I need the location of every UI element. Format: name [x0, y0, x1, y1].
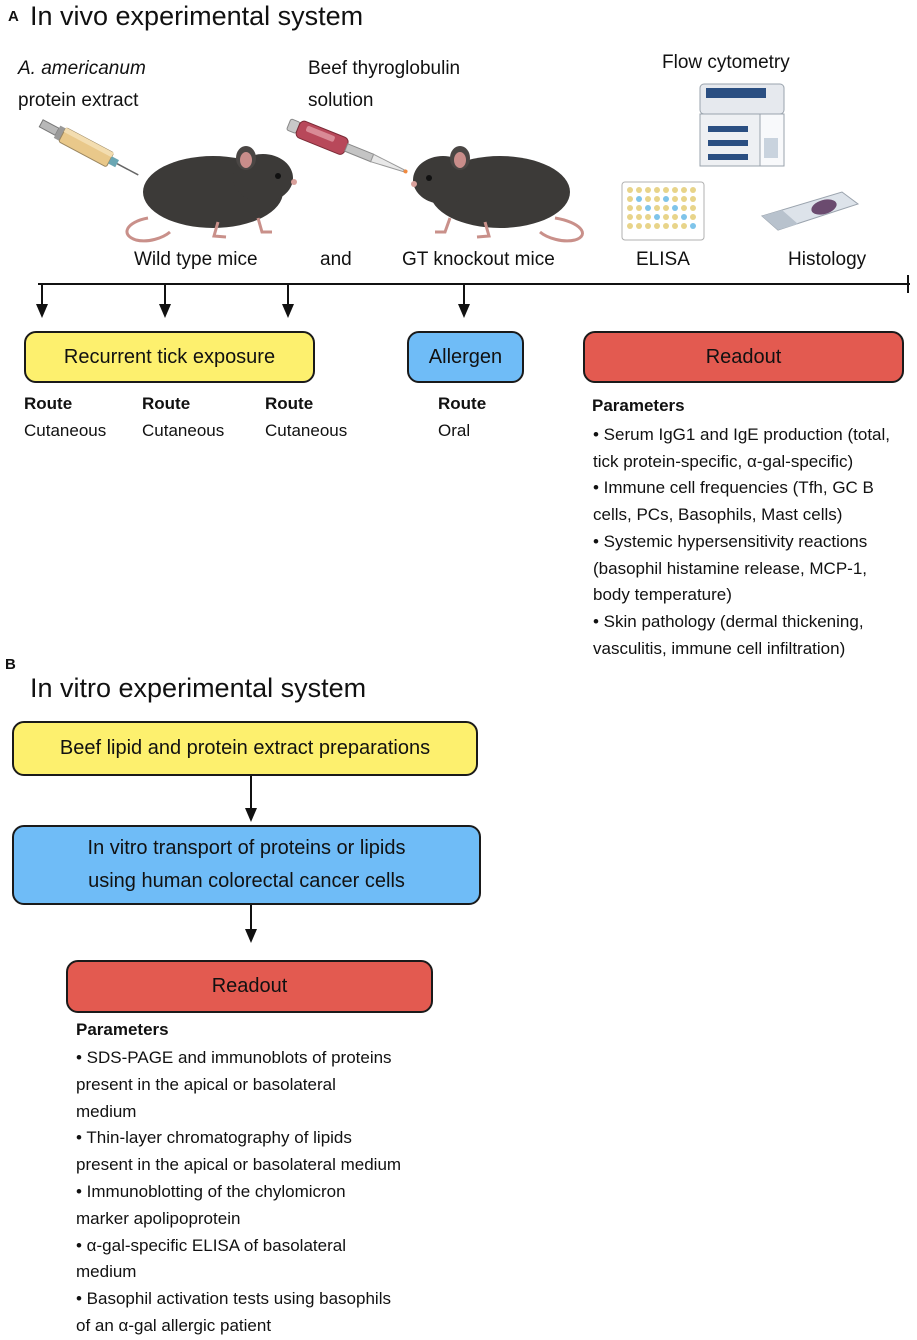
parameter-line: present in the apical or basolateral — [76, 1074, 336, 1094]
parameter-line: • SDS-PAGE and immunoblots of proteins — [76, 1048, 392, 1067]
parameter-line: • Thin-layer chromatography of lipids — [76, 1128, 352, 1148]
timeline — [36, 275, 910, 318]
histology-slide-icon — [760, 191, 860, 231]
parameter-line: body temperature) — [593, 585, 732, 605]
route-value: Oral — [438, 421, 471, 440]
parameter-line: marker apolipoprotein — [76, 1208, 241, 1228]
histology-label: Histology — [788, 249, 867, 270]
panel-b-letter: B — [5, 656, 16, 673]
tick-exposure-box: Recurrent tick exposure — [24, 331, 315, 383]
parameter-line: • Basophil activation tests using basoph… — [76, 1289, 391, 1309]
route-value: Cutaneous — [24, 421, 107, 440]
route-label: Route — [265, 394, 314, 413]
wild-type-mice-label: Wild type mice — [134, 249, 258, 270]
panel-a-letter: A — [8, 8, 19, 25]
elisa-plate-icon — [621, 181, 705, 241]
parameter-line: vasculitis, immune cell infiltration) — [593, 638, 846, 658]
transport-line1: In vitro transport of proteins or lipids — [87, 837, 406, 859]
parameter-line: (basophil histamine release, MCP-1, — [593, 558, 868, 578]
parameter-line: • Immune cell frequencies (Tfh, GC B — [593, 478, 874, 498]
parameters-list-b: • SDS-PAGE and immunoblots of proteins p… — [76, 1045, 401, 1340]
route-label: Route — [142, 394, 191, 413]
parameter-line: tick protein-specific, α-gal-specific) — [593, 451, 854, 471]
pipette-icon — [286, 118, 408, 174]
parameter-line: medium — [76, 1101, 137, 1121]
panel-b-title: In vitro experimental system — [30, 673, 367, 703]
parameter-line: • Skin pathology (dermal thickening, — [593, 611, 864, 631]
parameters-label-b: Parameters — [76, 1020, 169, 1039]
transport-box: In vitro transport of proteins or lipids… — [12, 825, 481, 905]
parameter-line: medium — [76, 1262, 137, 1282]
flow-cytometer-icon — [699, 83, 785, 167]
route-value: Cutaneous — [142, 421, 225, 440]
parameter-line: • α-gal-specific ELISA of basolateral — [76, 1235, 346, 1255]
extract-label-line1: A. americanum — [18, 58, 146, 79]
gt-knockout-mice-label: GT knockout mice — [402, 249, 555, 270]
elisa-label: ELISA — [636, 249, 690, 270]
parameters-label-a: Parameters — [592, 396, 685, 415]
parameter-line: of an α-gal allergic patient — [76, 1315, 272, 1335]
route-label: Route — [24, 394, 73, 413]
readout-box-a: Readout — [583, 331, 904, 383]
route-label: Route — [438, 394, 487, 413]
readout-box-b: Readout — [66, 960, 433, 1013]
parameter-line: • Immunoblotting of the chylomicron — [76, 1181, 346, 1201]
route-value: Cutaneous — [265, 421, 348, 440]
transport-line2: using human colorectal cancer cells — [88, 870, 405, 892]
mouse-icon — [125, 146, 297, 243]
flow-arrow — [245, 776, 257, 822]
syringe-icon — [38, 119, 139, 176]
mouse-icon — [411, 146, 584, 243]
parameter-line: • Systemic hypersensitivity reactions — [593, 531, 868, 551]
parameter-line: • Serum IgG1 and IgE production (total, — [593, 425, 891, 444]
flow-cytometry-label: Flow cytometry — [662, 52, 790, 73]
extract-label-line2: protein extract — [18, 90, 139, 111]
thyroglobulin-label-line1: Beef thyroglobulin — [308, 58, 461, 79]
parameter-line: cells, PCs, Basophils, Mast cells) — [593, 505, 843, 525]
parameters-list-a: • Serum IgG1 and IgE production (total, … — [593, 422, 890, 662]
parameter-line: present in the apical or basolateral med… — [76, 1155, 402, 1175]
flow-arrow — [245, 905, 257, 943]
allergen-box: Allergen — [407, 331, 524, 383]
panel-a-title: In vivo experimental system — [30, 1, 364, 31]
beef-extract-box: Beef lipid and protein extract preparati… — [12, 721, 478, 776]
and-label: and — [320, 249, 352, 270]
thyroglobulin-label-line2: solution — [308, 90, 374, 111]
